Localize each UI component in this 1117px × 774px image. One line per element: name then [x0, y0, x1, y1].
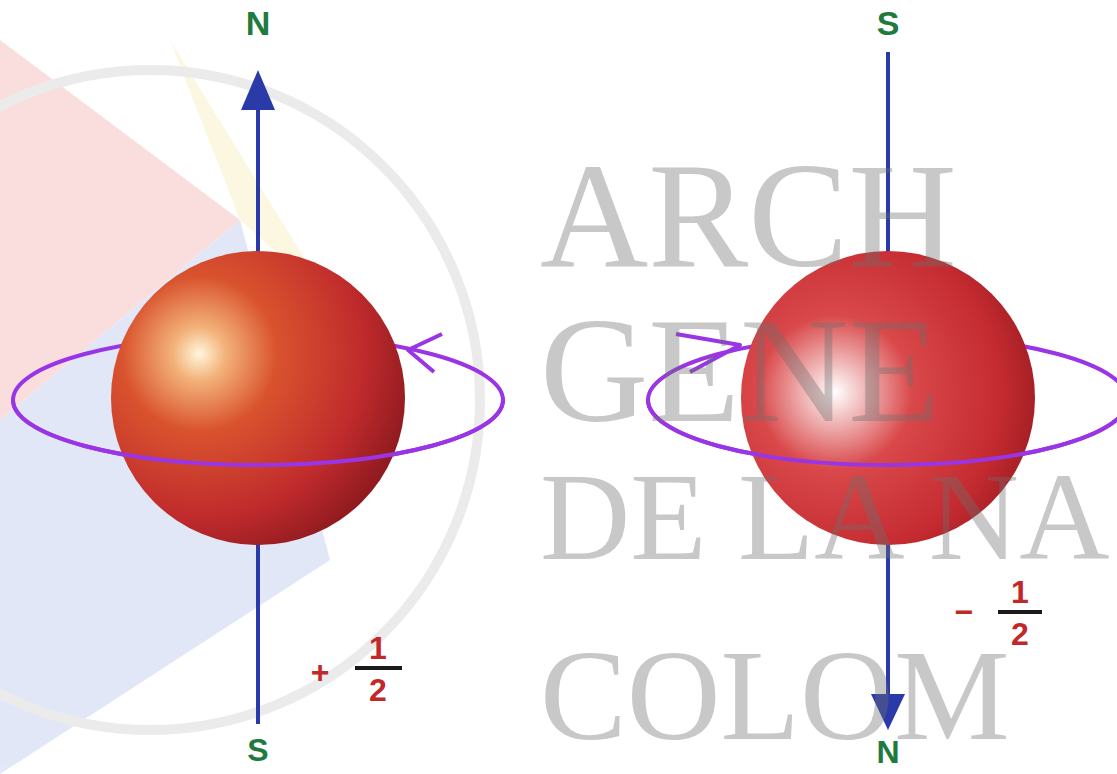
- fraction-bar: [998, 610, 1042, 614]
- watermark: DE LA NA: [540, 455, 1109, 580]
- axis-arrowhead: [241, 70, 275, 110]
- electron-sphere: [111, 251, 405, 545]
- watermark: GENE: [540, 295, 940, 445]
- fraction-numerator: 1: [369, 632, 387, 664]
- spin-orbit-front: [13, 400, 503, 465]
- fraction-numerator: 1: [1011, 576, 1029, 608]
- rotation-arrowhead: [408, 334, 442, 372]
- pole-label: S: [247, 734, 268, 766]
- fraction-denominator: 2: [1011, 618, 1029, 650]
- pole-label: N: [876, 736, 899, 768]
- spin-sign: +: [311, 656, 330, 688]
- watermark: ARCH: [540, 140, 957, 290]
- watermark: COLOM: [540, 630, 1009, 760]
- spin-sign: −: [955, 596, 974, 628]
- spin-up-electron: [13, 70, 503, 724]
- pole-label: S: [877, 6, 900, 40]
- logo-ring: [0, 70, 480, 730]
- fraction-denominator: 2: [369, 674, 387, 706]
- background-logo: [0, 40, 480, 774]
- fraction-bar: [355, 666, 402, 670]
- pole-label: N: [246, 6, 271, 40]
